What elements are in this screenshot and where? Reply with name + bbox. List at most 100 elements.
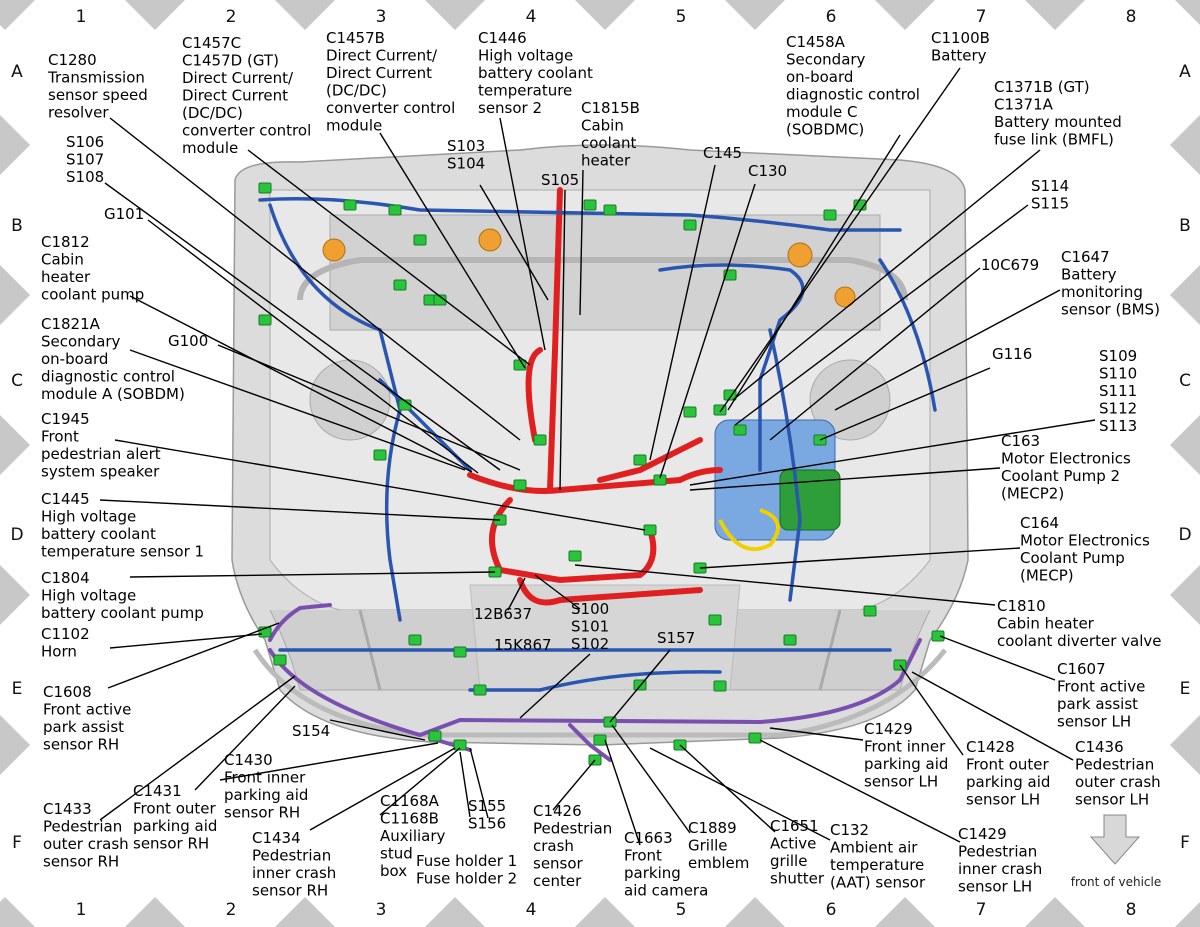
callout-label-line: Front inner bbox=[224, 769, 306, 787]
callout-label-line: S156 bbox=[468, 815, 506, 833]
callout-label-line: battery coolant bbox=[478, 64, 593, 82]
callout-label-line: C1821A bbox=[41, 315, 101, 333]
connector-icon bbox=[273, 654, 287, 666]
callout-label-line: aid camera bbox=[624, 882, 708, 900]
front-of-vehicle-arrow-icon bbox=[1089, 814, 1141, 865]
frame-diamond bbox=[425, 0, 485, 30]
callout-label-line: module bbox=[326, 117, 382, 135]
leader-line bbox=[819, 367, 991, 441]
callout-label-line: Auxiliary bbox=[380, 827, 446, 845]
callout-label-line: C1647 bbox=[1061, 248, 1110, 266]
callout-label-line: box bbox=[380, 862, 407, 880]
callout-label-line: S109 bbox=[1099, 347, 1137, 365]
callout-label-line: (SOBDMC) bbox=[786, 121, 864, 139]
leader-line bbox=[559, 189, 566, 491]
callout-label-line: heater bbox=[581, 152, 631, 170]
callout-label-s157: S157 bbox=[657, 629, 695, 647]
grid-row-left: D bbox=[10, 525, 23, 545]
connector-icon bbox=[863, 605, 877, 617]
connector-icon bbox=[258, 314, 272, 326]
connector-icon bbox=[473, 684, 487, 696]
callout-label-line: C1280 bbox=[48, 51, 97, 69]
leader-line bbox=[459, 751, 471, 818]
callout-label-c10c679: 10C679 bbox=[981, 256, 1039, 274]
callout-label-line: G116 bbox=[992, 345, 1032, 363]
connector-icon bbox=[453, 739, 467, 751]
callout-label-line: (DC/DC) bbox=[182, 104, 243, 122]
leader-lines bbox=[99, 67, 1096, 846]
callout-label-line: Coolant Pump bbox=[1020, 549, 1125, 567]
callout-label-line: sensor RH bbox=[43, 736, 119, 754]
leader-line bbox=[99, 499, 501, 521]
callout-label-c12b637: 12B637 bbox=[474, 605, 532, 623]
callout-label-line: S106 bbox=[66, 133, 104, 151]
callout-label-line: C1457C bbox=[182, 34, 241, 52]
callout-label-line: C1433 bbox=[43, 800, 92, 818]
callout-label-line: C1663 bbox=[624, 829, 673, 847]
callout-label-line: C1100B bbox=[931, 29, 990, 47]
callout-label-line: parking aid bbox=[224, 786, 308, 804]
callout-label-line: battery coolant pump bbox=[41, 604, 204, 622]
frame-diamond bbox=[125, 897, 185, 927]
callout-label-line: on-board bbox=[786, 68, 853, 86]
callout-label-line: C1457B bbox=[326, 29, 385, 47]
callout-label-line: park assist bbox=[43, 718, 124, 736]
callout-label-line: S114 bbox=[1031, 177, 1069, 195]
frame-diamond bbox=[1170, 415, 1200, 475]
leader-line bbox=[247, 149, 531, 366]
callout-label-line: High voltage bbox=[41, 587, 136, 605]
callout-label-line: Horn bbox=[41, 643, 77, 661]
callout-label-line: inner crash bbox=[958, 860, 1042, 878]
grid-row-left: A bbox=[11, 62, 23, 82]
connector-icon bbox=[683, 406, 697, 418]
callout-label-line: S103 bbox=[447, 137, 485, 155]
connector-icon bbox=[513, 479, 527, 491]
callout-label-line: module C bbox=[786, 103, 857, 121]
callout-label-line: sensor speed bbox=[48, 86, 148, 104]
callout-label-line: converter control bbox=[182, 122, 311, 140]
callout-label-line: sensor (BMS) bbox=[1061, 301, 1160, 319]
callout-label-line: converter control bbox=[326, 99, 455, 117]
leader-line bbox=[499, 117, 546, 351]
callout-label-line: C163 bbox=[1001, 432, 1040, 450]
frame-diamond bbox=[725, 0, 785, 30]
callout-label-line: sensor RH bbox=[43, 853, 119, 871]
leader-line bbox=[147, 219, 479, 474]
leader-line bbox=[609, 649, 671, 723]
callout-label-line: center bbox=[533, 872, 582, 890]
connector-icon bbox=[533, 434, 547, 446]
callout-label-line: Front outer bbox=[133, 800, 217, 818]
grid-col-bottom: 2 bbox=[226, 900, 237, 920]
callout-label-line: Pedestrian bbox=[43, 818, 122, 836]
grid-col-bottom: 5 bbox=[676, 900, 687, 920]
callout-label-c145: C145 bbox=[703, 144, 742, 162]
callout-label-line: sensor LH bbox=[966, 791, 1040, 809]
frame-diamond bbox=[275, 897, 335, 927]
callout-label-line: C1804 bbox=[41, 569, 90, 587]
callout-label-line: C1945 bbox=[41, 410, 90, 428]
connector-icon bbox=[783, 634, 797, 646]
connector-icon bbox=[603, 204, 617, 216]
callout-label-line: Fuse holder 1 bbox=[416, 852, 517, 870]
connector-icon bbox=[413, 234, 427, 246]
callout-label-line: S107 bbox=[66, 151, 104, 169]
callout-label-g100: G100 bbox=[168, 332, 208, 350]
leader-line bbox=[659, 183, 756, 479]
leader-line bbox=[699, 547, 1021, 569]
leader-line bbox=[734, 204, 1029, 426]
callout-label-line: C1445 bbox=[41, 490, 90, 508]
callout-label-line: C1889 bbox=[688, 819, 737, 837]
callout-label-line: grille bbox=[770, 852, 807, 870]
callout-label-line: S110 bbox=[1099, 365, 1137, 383]
callout-label-line: sensor RH bbox=[224, 804, 300, 822]
grid-col-top: 4 bbox=[526, 7, 537, 27]
callout-label-line: Battery bbox=[931, 47, 987, 65]
